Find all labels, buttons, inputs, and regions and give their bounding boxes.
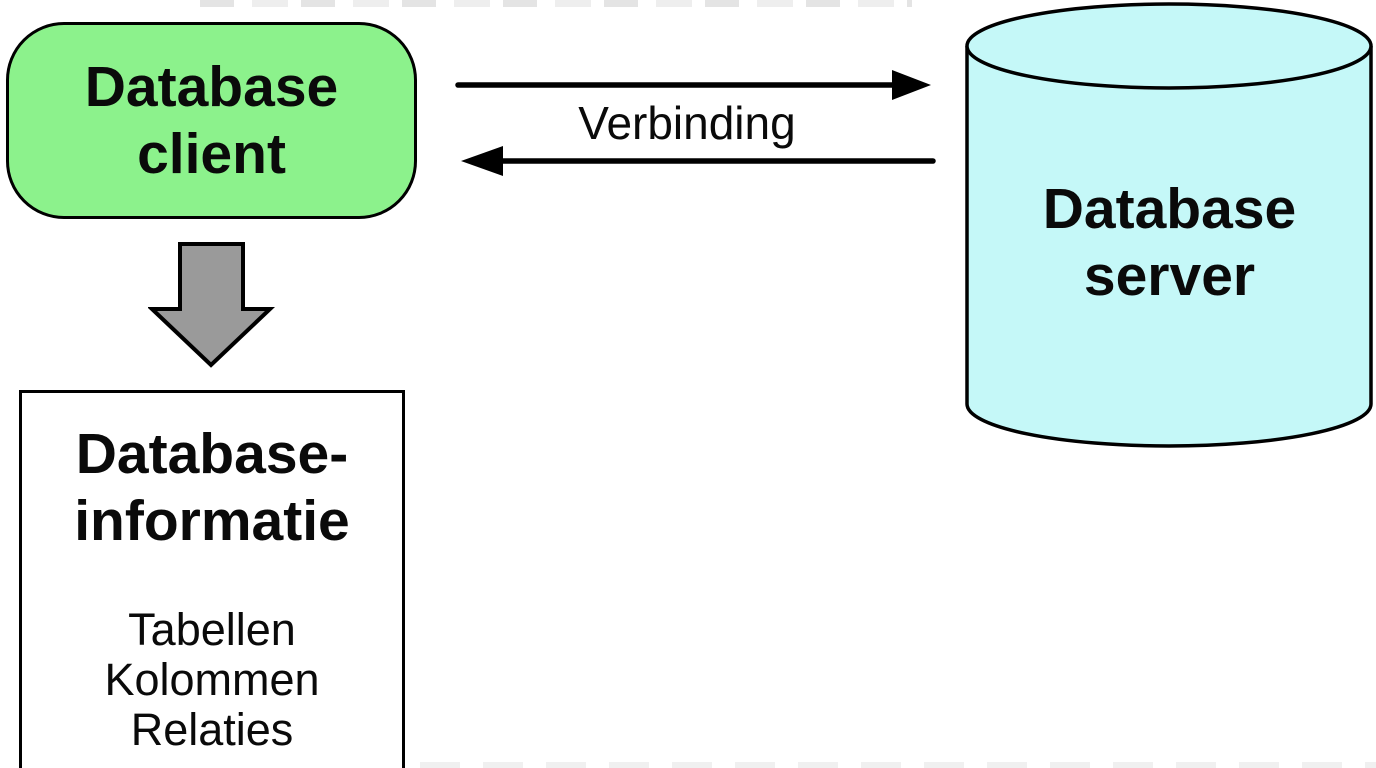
database-server-node: Database server [963,176,1376,310]
info-box-title-line2: informatie [74,489,350,553]
down-block-arrow [148,242,276,368]
database-client-label-line1: Database [84,54,339,119]
database-client-node: Database client [6,22,417,219]
info-box-title: Database- informatie [22,421,402,555]
connection-label: Verbinding [578,97,796,149]
cylinder-body [965,46,1373,448]
cropped-text-artifact-bottom [420,762,1376,768]
database-client-label-line2: client [137,121,286,186]
database-server-cylinder [965,2,1373,448]
info-item-kolommen: Kolommen [104,654,320,705]
database-server-label-line2: server [1083,244,1256,308]
info-box-title-line1: Database- [75,422,349,486]
connection-arrow-right-head [892,70,931,100]
cropped-text-artifact-top [200,0,912,7]
database-server-label-line1: Database [1042,177,1297,241]
connection-arrow-left-head [461,146,503,176]
database-info-box: Database- informatie Tabellen Kolommen R… [19,390,405,768]
info-item-relaties: Relaties [130,704,294,755]
down-block-arrow-shape [148,242,276,368]
info-box-items: Tabellen Kolommen Relaties [22,605,402,755]
info-item-tabellen: Tabellen [128,604,296,655]
connection-arrows [455,70,936,176]
cylinder-top [965,2,1373,90]
